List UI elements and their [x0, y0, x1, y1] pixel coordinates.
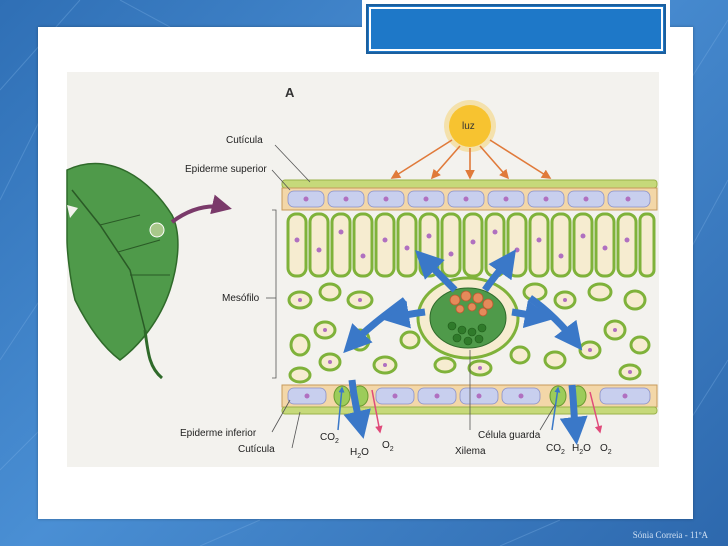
label-mesofilo: Mesófilo	[222, 293, 260, 304]
upper-cuticle	[282, 180, 657, 188]
label-celula-guarda: Célula guarda	[478, 430, 541, 441]
lower-cuticle	[282, 407, 657, 414]
leaf-sample-spot	[150, 223, 164, 237]
vascular-bundle	[418, 278, 518, 358]
palisade-mesophyll	[288, 214, 654, 276]
label-cuticula-bottom: Cutícula	[238, 444, 275, 455]
label-epiderme-inferior: Epiderme inferior	[180, 428, 257, 439]
label-xilema: Xilema	[455, 446, 486, 457]
upper-epidermis	[282, 188, 657, 210]
label-epiderme-superior: Epiderme superior	[185, 164, 267, 175]
lower-epidermis	[282, 385, 657, 407]
panel-letter: A	[285, 85, 295, 100]
label-luz: luz	[462, 121, 475, 132]
footer-author: Sónia Correia - 11ºA	[633, 530, 708, 540]
label-cuticula-top: Cutícula	[226, 135, 263, 146]
